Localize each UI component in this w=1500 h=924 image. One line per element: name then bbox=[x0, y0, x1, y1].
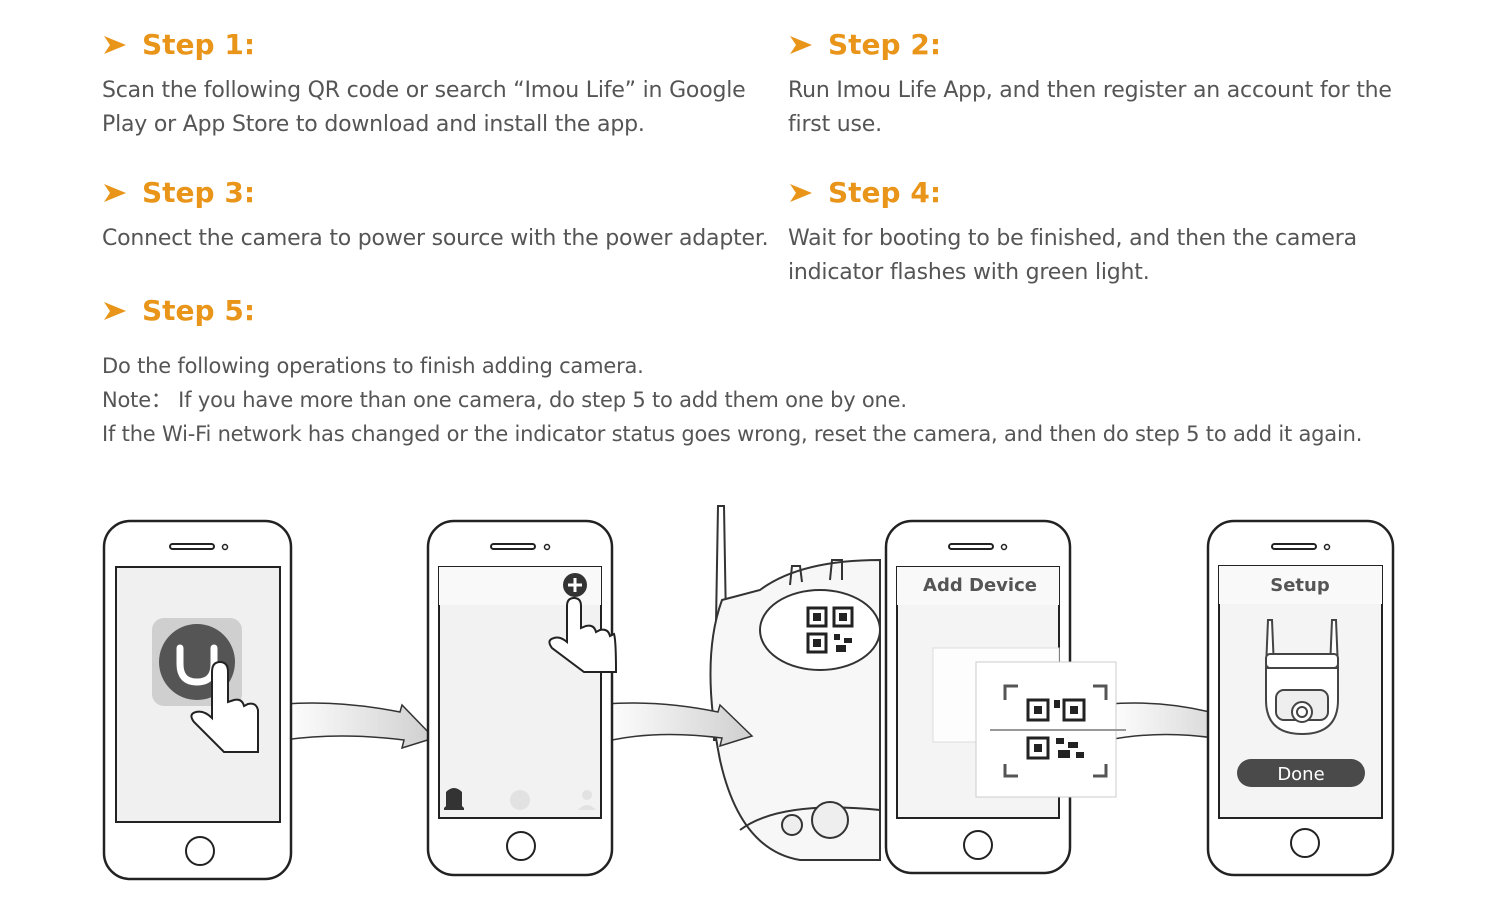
user-icon[interactable] bbox=[578, 790, 596, 810]
step-5-line-3: If the Wi-Fi network has changed or the … bbox=[102, 422, 1363, 446]
phone-4: Setup Done bbox=[1206, 519, 1395, 877]
add-device-title: Add Device bbox=[923, 575, 1037, 596]
step-1-title: Step 1: bbox=[142, 28, 256, 61]
camera-icon bbox=[1264, 619, 1340, 736]
qr-code-icon bbox=[806, 606, 854, 654]
step-4-text: Wait for booting to be finished, and the… bbox=[788, 222, 1357, 290]
step-4-heading: Step 4: bbox=[788, 176, 941, 209]
phone-2 bbox=[426, 519, 618, 877]
step-3-text: Connect the camera to power source with … bbox=[102, 222, 769, 256]
step-3-heading: Step 3: bbox=[102, 176, 255, 209]
step-3-line-1: Connect the camera to power source with … bbox=[102, 226, 769, 251]
home-icon[interactable] bbox=[444, 788, 464, 810]
arrow-right-icon bbox=[104, 35, 126, 54]
arrow-right-icon bbox=[790, 183, 812, 202]
camera-illustration bbox=[709, 505, 881, 861]
step-5-line-2: Note： If you have more than one camera, … bbox=[102, 388, 907, 412]
hand-pointer-icon bbox=[548, 596, 618, 673]
step-4-title: Step 4: bbox=[828, 176, 942, 209]
phone-1 bbox=[102, 519, 293, 881]
step-5-text: Do the following operations to finish ad… bbox=[102, 349, 1362, 451]
phone-3: Add Device bbox=[884, 519, 1126, 875]
chat-icon[interactable] bbox=[510, 790, 530, 810]
setup-illustration: Add Device Setup bbox=[102, 505, 1395, 881]
arrow-right-icon bbox=[104, 183, 126, 202]
arrow-right-icon bbox=[790, 35, 812, 54]
step-4-line-1: Wait for booting to be finished, and the… bbox=[788, 226, 1357, 251]
step-2-text: Run Imou Life App, and then register an … bbox=[788, 74, 1392, 142]
step-3-title: Step 3: bbox=[142, 176, 256, 209]
plus-icon[interactable] bbox=[563, 573, 587, 597]
arrow-right-icon bbox=[104, 301, 126, 320]
step-1-line-1: Scan the following QR code or search “Im… bbox=[102, 78, 746, 103]
scan-frame bbox=[1003, 684, 1108, 778]
step-2-line-2: first use. bbox=[788, 112, 882, 137]
step-5-line-1: Do the following operations to finish ad… bbox=[102, 354, 644, 378]
step-1-line-2: Play or App Store to download and instal… bbox=[102, 112, 645, 137]
step-1-text: Scan the following QR code or search “Im… bbox=[102, 74, 746, 142]
step-1-heading: Step 1: bbox=[102, 28, 255, 61]
done-button[interactable]: Done bbox=[1237, 759, 1365, 787]
step-4-line-2: indicator flashes with green light. bbox=[788, 260, 1150, 285]
done-label: Done bbox=[1277, 764, 1324, 785]
step-2-line-1: Run Imou Life App, and then register an … bbox=[788, 78, 1392, 103]
step-2-heading: Step 2: bbox=[788, 28, 941, 61]
setup-title: Setup bbox=[1270, 575, 1330, 596]
hand-pointer-icon bbox=[190, 660, 259, 753]
step-5-title: Step 5: bbox=[142, 294, 256, 327]
qr-code-icon bbox=[1026, 698, 1086, 760]
step-2-title: Step 2: bbox=[828, 28, 942, 61]
step-5-heading: Step 5: bbox=[102, 294, 255, 327]
